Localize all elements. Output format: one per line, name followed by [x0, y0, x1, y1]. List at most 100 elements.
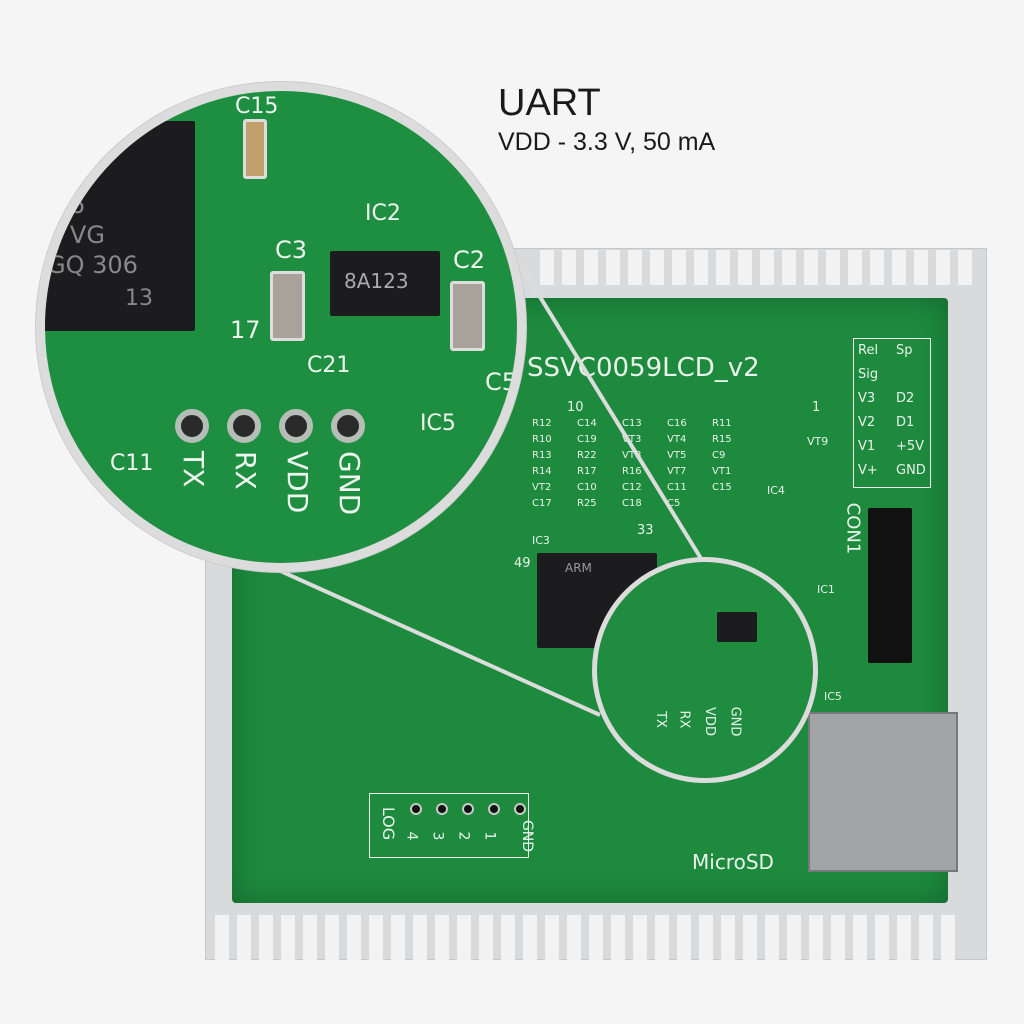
fin — [611, 915, 625, 960]
microsd-slot — [808, 712, 958, 872]
fin — [853, 915, 867, 960]
part-label: VT2 — [532, 482, 552, 493]
fin — [523, 915, 537, 960]
fin — [936, 250, 950, 285]
tx-pad — [175, 409, 209, 443]
caption-subtitle: VDD - 3.3 V, 50 mA — [498, 128, 716, 156]
part-label: VT4 — [667, 434, 687, 445]
c5-label: C5 — [485, 368, 518, 396]
ic3-label: IC3 — [532, 534, 550, 547]
pin-label-10: 10 — [567, 400, 584, 415]
part-label: R17 — [577, 466, 597, 477]
fin — [347, 915, 361, 960]
ic5-label: IC5 — [824, 690, 842, 703]
rx-pad — [227, 409, 261, 443]
fin — [237, 915, 251, 960]
fin — [743, 915, 757, 960]
con1-header — [868, 508, 912, 663]
tx-label: TX — [177, 451, 210, 488]
connector-table-cell: V2 — [858, 415, 876, 430]
fin — [699, 915, 713, 960]
magnifier-large: T6 1 VG GQ 306 13 C15 IC2 8A123 C3 C2 17… — [36, 82, 526, 572]
regulator-chip: 8A123 — [330, 251, 440, 316]
fin — [848, 250, 862, 285]
fin — [606, 250, 620, 285]
part-label: C9 — [712, 450, 726, 461]
fin — [281, 915, 295, 960]
part-label: R11 — [712, 418, 732, 429]
fin — [870, 250, 884, 285]
part-label: C15 — [712, 482, 732, 493]
small-gnd: GND — [727, 706, 743, 737]
caption-title: UART — [498, 82, 601, 124]
microsd-label: MicroSD — [692, 850, 774, 874]
fin — [809, 915, 823, 960]
part-label: C14 — [577, 418, 597, 429]
part-label: VT3 — [622, 434, 642, 445]
fin — [584, 250, 598, 285]
fin — [919, 915, 933, 960]
fin — [804, 250, 818, 285]
capacitor-c3 — [270, 271, 305, 341]
rx-label: RX — [229, 451, 262, 490]
fin — [567, 915, 581, 960]
fin — [628, 250, 642, 285]
capacitor-c2 — [450, 281, 485, 351]
vt9-label: VT9 — [807, 435, 829, 448]
fin — [782, 250, 796, 285]
log-pin-pad — [514, 803, 526, 815]
fin — [941, 915, 955, 960]
fin — [369, 915, 383, 960]
fin — [215, 915, 229, 960]
gnd-label: GND — [333, 451, 366, 516]
zoom-ic5-label: IC5 — [420, 411, 456, 436]
small-rx: RX — [676, 710, 692, 729]
part-label: C12 — [622, 482, 642, 493]
fin — [589, 915, 603, 960]
connector-table-cell: +5V — [896, 439, 925, 454]
fin — [716, 250, 730, 285]
fin — [545, 915, 559, 960]
part-label: C11 — [667, 482, 687, 493]
mcu-closeup: T6 1 VG GQ 306 13 — [45, 121, 195, 331]
pin33-label: 33 — [637, 523, 654, 538]
fin — [325, 915, 339, 960]
connector-table-cell: V1 — [858, 439, 876, 454]
pin17-label: 17 — [230, 316, 261, 344]
fin — [303, 915, 317, 960]
part-label: R12 — [532, 418, 552, 429]
fin — [633, 915, 647, 960]
connector-table-cell: D2 — [896, 391, 915, 406]
fin — [738, 250, 752, 285]
part-label: R15 — [712, 434, 732, 445]
pin-label-1: 1 — [812, 400, 821, 415]
part-label: R22 — [577, 450, 597, 461]
part-label: C18 — [622, 498, 642, 509]
c3-label: C3 — [275, 236, 308, 264]
fin — [562, 250, 576, 285]
connector-table-cell: Sig — [858, 367, 879, 382]
fin — [831, 915, 845, 960]
part-label: C13 — [622, 418, 642, 429]
log-box: LOG — [369, 793, 529, 858]
fin — [672, 250, 686, 285]
part-label: R16 — [622, 466, 642, 477]
fin — [914, 250, 928, 285]
ic1-label: IC1 — [817, 583, 835, 596]
fin — [875, 915, 889, 960]
part-label: R10 — [532, 434, 552, 445]
fin — [958, 250, 972, 285]
fin — [479, 915, 493, 960]
part-label: VT5 — [667, 450, 687, 461]
connector-table-cell: V3 — [858, 391, 876, 406]
pin49-label: 49 — [514, 556, 531, 571]
log-pin-pad — [410, 803, 422, 815]
fin — [655, 915, 669, 960]
c2-label: C2 — [453, 246, 486, 274]
fin — [391, 915, 405, 960]
fin — [457, 915, 471, 960]
part-label: VT7 — [667, 466, 687, 477]
board-name: SSVC0059LCD_v2 — [527, 353, 760, 383]
log-pin-pad — [462, 803, 474, 815]
